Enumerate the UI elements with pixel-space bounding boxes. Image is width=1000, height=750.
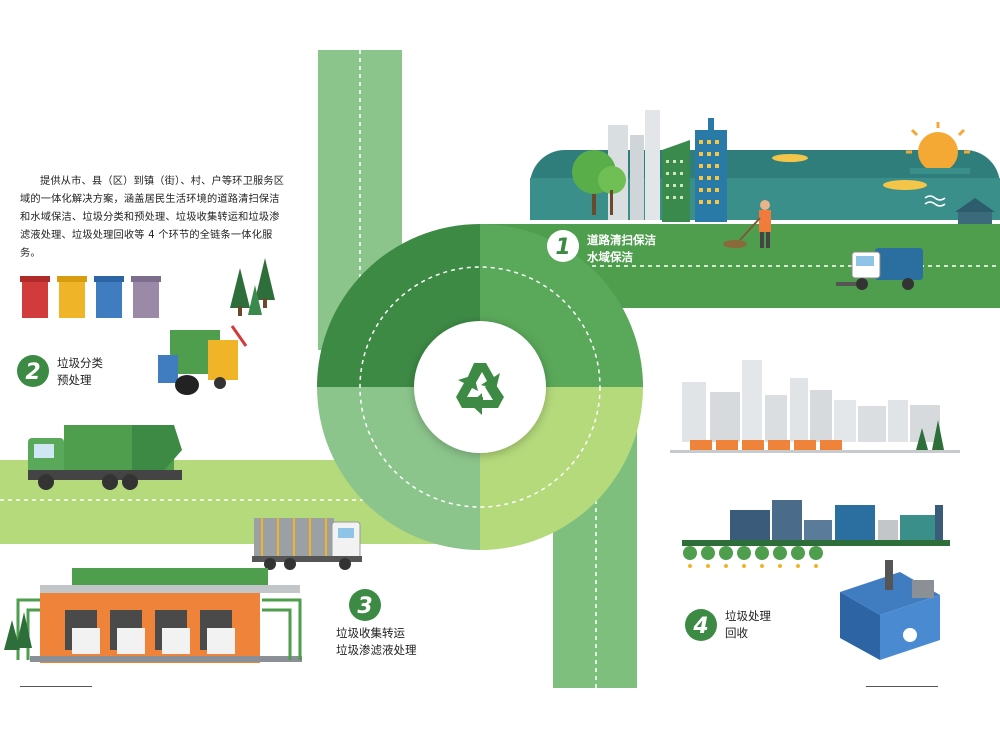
- divider-left: [20, 686, 92, 687]
- step-2-line-1: 垃圾分类: [57, 356, 103, 370]
- step-3-label: 垃圾收集转运 垃圾渗滤液处理: [336, 625, 417, 659]
- step-2-number: 2: [25, 360, 40, 385]
- trash-bins: [20, 276, 161, 318]
- step-2-line-2: 预处理: [57, 373, 92, 387]
- city-skyline: [670, 360, 960, 453]
- intro-paragraph: 提供从市、县（区）到镇（街）、村、户等环卫服务区域的一体化解决方案，涵盖居民生活…: [20, 176, 285, 259]
- step-2-badge: 2: [17, 355, 49, 387]
- step-4-line-1: 垃圾处理: [725, 609, 771, 623]
- step-3-line-1: 垃圾收集转运: [336, 626, 405, 640]
- step-3-number: 3: [357, 594, 372, 619]
- step-4-number: 4: [692, 614, 708, 639]
- sun-icon: [906, 122, 970, 174]
- recycle-icon: [456, 363, 504, 415]
- step-4-label: 垃圾处理 回收: [725, 608, 771, 642]
- step-1-badge: 1: [547, 230, 579, 262]
- center-medallion: [414, 321, 546, 453]
- step-2-label: 垃圾分类 预处理: [57, 355, 103, 389]
- step-3-badge: 3: [349, 589, 381, 621]
- sorting-cart: [158, 325, 248, 395]
- step-1-number: 1: [555, 235, 570, 260]
- tree-icon: [572, 150, 626, 215]
- garbage-truck-green: [28, 425, 182, 490]
- transfer-station: [4, 568, 302, 663]
- step-1-line-1: 道路清扫保洁: [587, 233, 656, 247]
- step-4-line-2: 回收: [725, 626, 748, 640]
- step-1-line-2: 水域保洁: [587, 250, 633, 264]
- recycling-facility: [840, 560, 940, 660]
- transfer-truck: [252, 518, 362, 570]
- pine-trees: [230, 258, 275, 316]
- road-network: [0, 50, 1000, 688]
- sweeper-truck-icon: [836, 248, 923, 290]
- step-1-label: 道路清扫保洁 水域保洁: [587, 232, 656, 266]
- processing-plant: [682, 500, 950, 568]
- divider-right: [866, 686, 938, 687]
- street-sweeper-worker: [723, 200, 771, 248]
- river-city-scene: [530, 110, 1000, 224]
- step-3-line-2: 垃圾渗滤液处理: [336, 643, 417, 657]
- step-4-badge: 4: [685, 609, 717, 641]
